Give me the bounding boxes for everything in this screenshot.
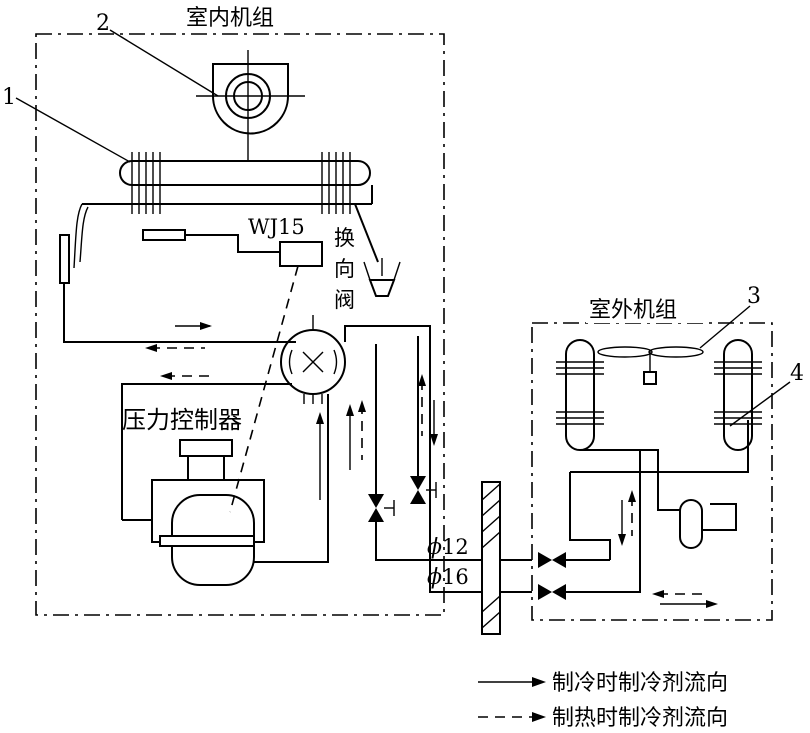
- pressure-controller-label: 压力控制器: [122, 406, 242, 434]
- filter-drier: [59, 234, 296, 343]
- indoor-coil: [73, 152, 373, 269]
- check-valve-left: [368, 494, 395, 522]
- indoor-unit-frame: 室内机组: [35, 4, 445, 616]
- svg-text:1: 1: [2, 85, 16, 110]
- stop-valve-upper: [538, 552, 566, 568]
- pipe-labels: ϕ 12 ϕ 16: [427, 535, 469, 590]
- indoor-unit-label: 室内机组: [186, 6, 274, 31]
- callout-4: 4: [729, 361, 804, 427]
- compressor: [151, 439, 265, 586]
- stop-valve-lower: [538, 584, 566, 600]
- callout-1: 1: [2, 85, 131, 163]
- check-valve-right: [410, 476, 437, 504]
- outdoor-unit-frame: 室外机组: [531, 295, 773, 621]
- indoor-piping: [121, 325, 532, 593]
- svg-text:压力控制器: 压力控制器: [122, 406, 242, 434]
- svg-text:ϕ: ϕ: [427, 565, 442, 590]
- legend: 制冷时制冷剂流向 制热时制冷剂流向: [478, 671, 728, 731]
- svg-text:2: 2: [96, 11, 110, 36]
- outdoor-fan: [597, 346, 704, 385]
- svg-text:制冷时制冷剂流向: 制冷时制冷剂流向: [552, 671, 728, 696]
- svg-text:制热时制冷剂流向: 制热时制冷剂流向: [552, 706, 728, 731]
- callout-3: 3: [699, 284, 761, 349]
- svg-text:阀: 阀: [334, 288, 355, 312]
- heating-control-line: [229, 265, 299, 513]
- svg-text:ϕ: ϕ: [427, 535, 442, 560]
- outdoor-unit-label: 室外机组: [589, 298, 677, 323]
- legend-cooling: 制冷时制冷剂流向: [478, 671, 728, 696]
- outdoor-flow-arrows: [618, 490, 718, 608]
- pipe-16-label: 16: [442, 565, 469, 589]
- temperature-sensor: [142, 229, 282, 253]
- svg-text:3: 3: [747, 284, 761, 309]
- outdoor-piping: [566, 420, 749, 593]
- reversing-valve-label: 换 向 阀: [334, 226, 355, 312]
- callout-2: 2: [96, 11, 219, 97]
- pipe-12-label: 12: [442, 535, 469, 559]
- wall: [481, 481, 501, 635]
- accumulator: [679, 499, 703, 549]
- legend-heating: 制热时制冷剂流向: [478, 706, 728, 731]
- svg-text:4: 4: [790, 361, 804, 386]
- outdoor-coil-right: [714, 339, 762, 451]
- svg-text:向: 向: [334, 257, 355, 281]
- outdoor-coil-left: [556, 339, 604, 451]
- svg-text:换: 换: [334, 226, 355, 250]
- reversing-valve-solenoid: [354, 203, 401, 297]
- indoor-flow-arrows: [145, 322, 438, 500]
- thermostat-label: WJ15: [248, 215, 305, 239]
- indoor-fan: [196, 50, 305, 160]
- reversing-valve: [280, 315, 346, 404]
- thermostat-wj15: WJ15: [248, 215, 323, 267]
